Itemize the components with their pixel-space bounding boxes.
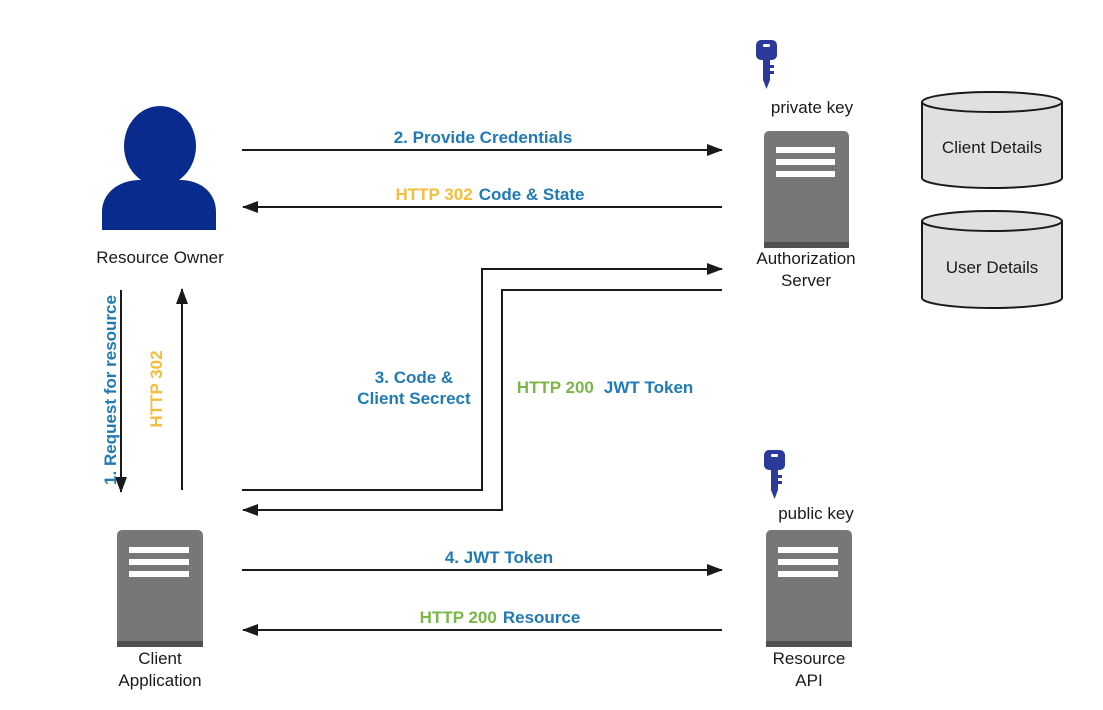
code-client-secret-label-line1: 3. Code & [375, 368, 453, 387]
provide-credentials-label: 2. Provide Credentials [394, 128, 573, 147]
jwt-token-label: 4. JWT Token [445, 548, 553, 567]
http-302-label: HTTP 302 [396, 185, 473, 204]
code-client-secret-arrow [242, 263, 723, 491]
resource-api-label-line1: Resource [773, 649, 846, 668]
http-200-label: HTTP 200 [517, 378, 594, 397]
client-details-label: Client Details [942, 138, 1042, 157]
http-200-jwt-token-label: HTTP 200 JWT Token [517, 378, 694, 397]
http-200-resource-label: HTTP 200 Resource [420, 608, 581, 627]
public-key-label: public key [778, 504, 854, 523]
person-icon [102, 106, 216, 230]
http-302-vertical-label: HTTP 302 [147, 350, 166, 427]
private-key-label: private key [771, 98, 854, 117]
authorization-server-label-line2: Server [781, 271, 831, 290]
database-icon [921, 210, 1063, 309]
http-200-label: HTTP 200 [420, 608, 497, 627]
request-resource-label: 1. Request for resource [101, 295, 120, 485]
database-icon [921, 91, 1063, 189]
client-application-label-line2: Application [118, 671, 201, 690]
jwt-token-text: JWT Token [604, 378, 693, 397]
client-application-label-line1: Client [138, 649, 182, 668]
resource-api-label-line2: API [795, 671, 822, 690]
user-details-label: User Details [946, 258, 1039, 277]
server-icon [766, 530, 852, 647]
code-state-label: HTTP 302 Code & State [396, 185, 585, 204]
resource-owner-label: Resource Owner [96, 248, 224, 267]
code-client-secret-label-line2: Client Secrect [357, 389, 471, 408]
resource-text: Resource [503, 608, 580, 627]
server-icon [117, 530, 203, 647]
server-icon [764, 131, 849, 248]
code-state-text: Code & State [479, 185, 585, 204]
key-icon [756, 40, 777, 89]
jwt-token-return-arrow [242, 289, 722, 516]
authorization-server-label-line1: Authorization [756, 249, 855, 268]
key-icon [764, 450, 785, 499]
